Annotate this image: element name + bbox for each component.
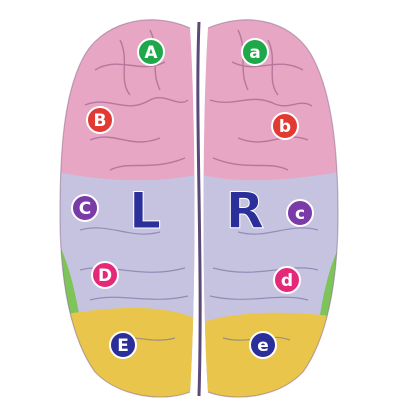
marker-c: c (286, 199, 314, 227)
marker-A-label: A (144, 43, 158, 63)
marker-C: C (71, 194, 99, 222)
marker-c-label: c (295, 204, 305, 224)
marker-a-circle (241, 38, 269, 66)
marker-D: D (91, 261, 119, 289)
marker-A: A (137, 38, 165, 66)
marker-e-circle (249, 331, 277, 359)
marker-D-label: D (98, 266, 112, 286)
right-hemisphere-outline (207, 19, 339, 398)
marker-C-label: C (79, 199, 91, 219)
marker-B: B (86, 106, 114, 134)
marker-b-circle (271, 112, 299, 140)
marker-e: e (249, 331, 277, 359)
left-hemisphere-label: L (129, 182, 161, 240)
marker-b: b (271, 112, 299, 140)
marker-A-circle (137, 38, 165, 66)
right-temporal-edge (318, 220, 338, 330)
left-temporal-edge (60, 220, 80, 320)
marker-a-label: a (249, 43, 260, 63)
marker-c-circle (286, 199, 314, 227)
marker-B-label: B (94, 111, 107, 131)
left-hemisphere-outline (59, 19, 191, 398)
marker-d: d (273, 266, 301, 294)
left-sulci (79, 227, 189, 341)
marker-d-label: d (281, 271, 293, 291)
marker-d-circle (273, 266, 301, 294)
marker-B-circle (86, 106, 114, 134)
marker-e-label: e (257, 336, 269, 356)
right-hemisphere-label: R (226, 182, 265, 240)
right-sulci (209, 227, 319, 341)
marker-b-label: b (279, 117, 291, 137)
longitudinal-fissure (196, 21, 202, 397)
marker-a: a (241, 38, 269, 66)
marker-E-circle (109, 331, 137, 359)
marker-E: E (109, 331, 137, 359)
marker-D-circle (91, 261, 119, 289)
right-gyri (209, 29, 313, 171)
marker-C-circle (71, 194, 99, 222)
marker-E-label: E (117, 336, 129, 356)
right-hemisphere (203, 19, 338, 398)
